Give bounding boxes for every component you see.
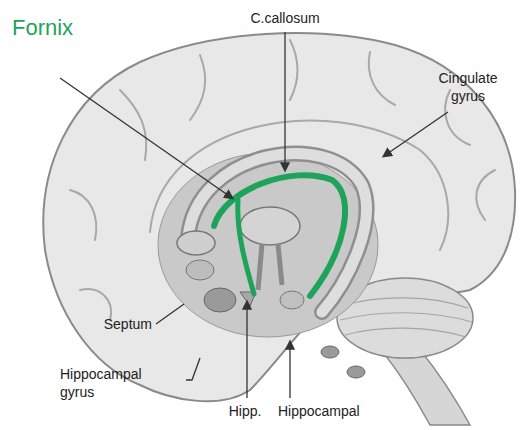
part-label: Hippocampal (278, 403, 388, 421)
part-label: Hipp. (215, 403, 275, 421)
title-label: Fornix (12, 14, 132, 42)
part-label: Cingulate gyrus (428, 70, 508, 105)
part-label: Hippocampal gyrus (60, 366, 160, 401)
part-label: C.callosum (215, 10, 355, 28)
part-label: Septum (62, 316, 152, 334)
